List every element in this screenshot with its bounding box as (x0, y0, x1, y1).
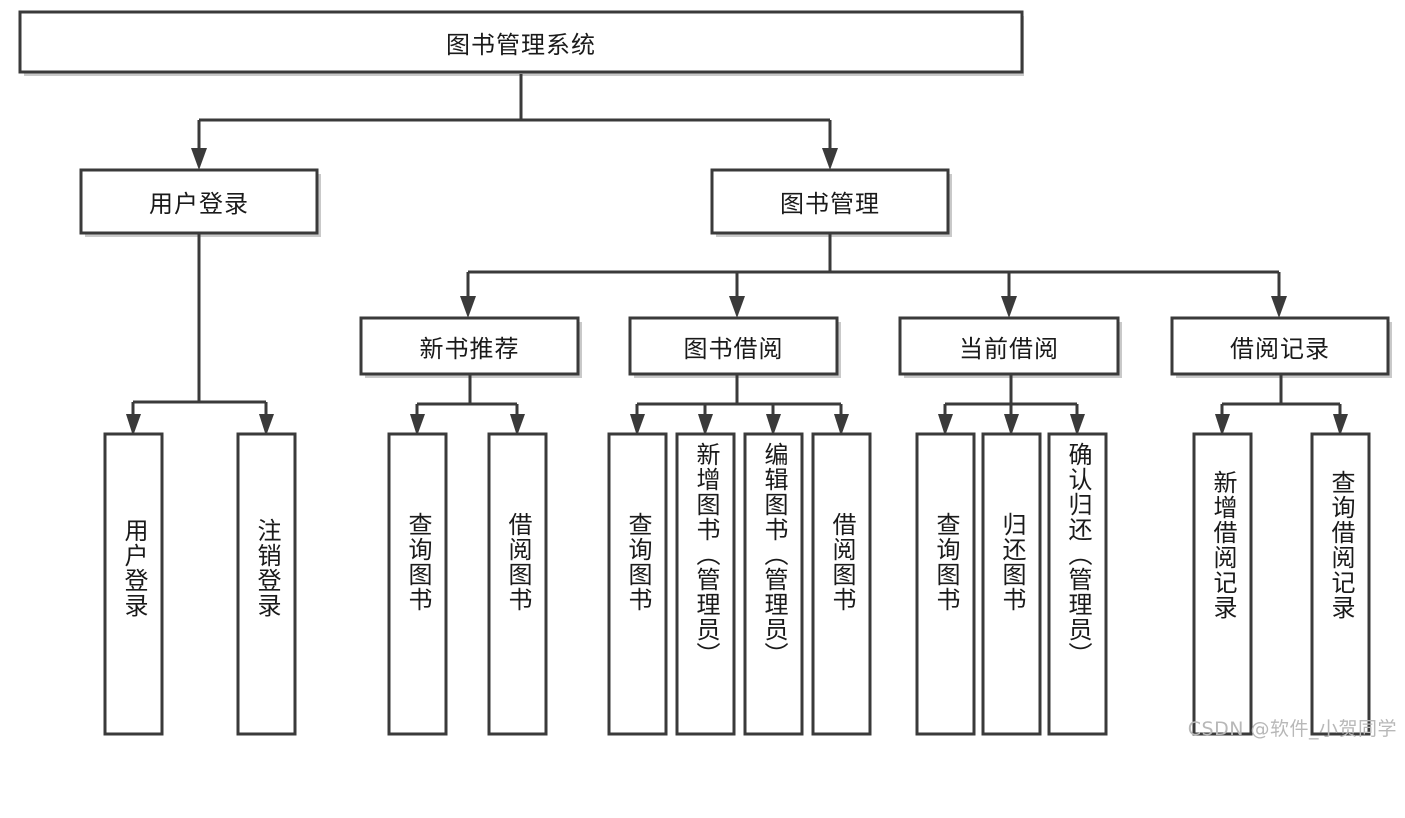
node-leaf-user-logout[interactable] (236, 432, 297, 736)
flowchart-svg (18, 10, 1392, 736)
node-leaf-cur-confirm[interactable] (1047, 432, 1108, 736)
arrow-heads (126, 148, 1348, 436)
node-leaf-user-login[interactable] (103, 432, 164, 736)
node-leaf-rec-search[interactable] (1310, 432, 1371, 736)
node-rectangles (18, 10, 1390, 736)
node-leaf-borrow-edit[interactable] (743, 432, 804, 736)
diagram-canvas: 图书管理系统 用户登录 图书管理 新书推荐 图书借阅 当前借阅 借阅记录 用户登… (18, 10, 1397, 740)
node-leaf-rec-borrow[interactable] (487, 432, 548, 736)
node-leaf-rec-add[interactable] (1192, 432, 1253, 736)
node-new-book-rec[interactable] (359, 316, 580, 376)
node-leaf-borrow-add[interactable] (675, 432, 736, 736)
node-book-manage[interactable] (710, 168, 950, 235)
csdn-watermark: CSDN @软件_小贺同学 (1187, 718, 1397, 740)
node-leaf-cur-return[interactable] (981, 432, 1042, 736)
node-leaf-borrow-query[interactable] (607, 432, 668, 736)
node-current-borrow[interactable] (898, 316, 1120, 376)
node-borrow-record[interactable] (1170, 316, 1390, 376)
node-leaf-borrow-lend[interactable] (811, 432, 872, 736)
node-leaf-cur-query[interactable] (915, 432, 976, 736)
node-leaf-rec-query[interactable] (387, 432, 448, 736)
node-book-borrow[interactable] (628, 316, 839, 376)
node-root[interactable] (18, 10, 1024, 74)
node-user-login[interactable] (79, 168, 319, 235)
